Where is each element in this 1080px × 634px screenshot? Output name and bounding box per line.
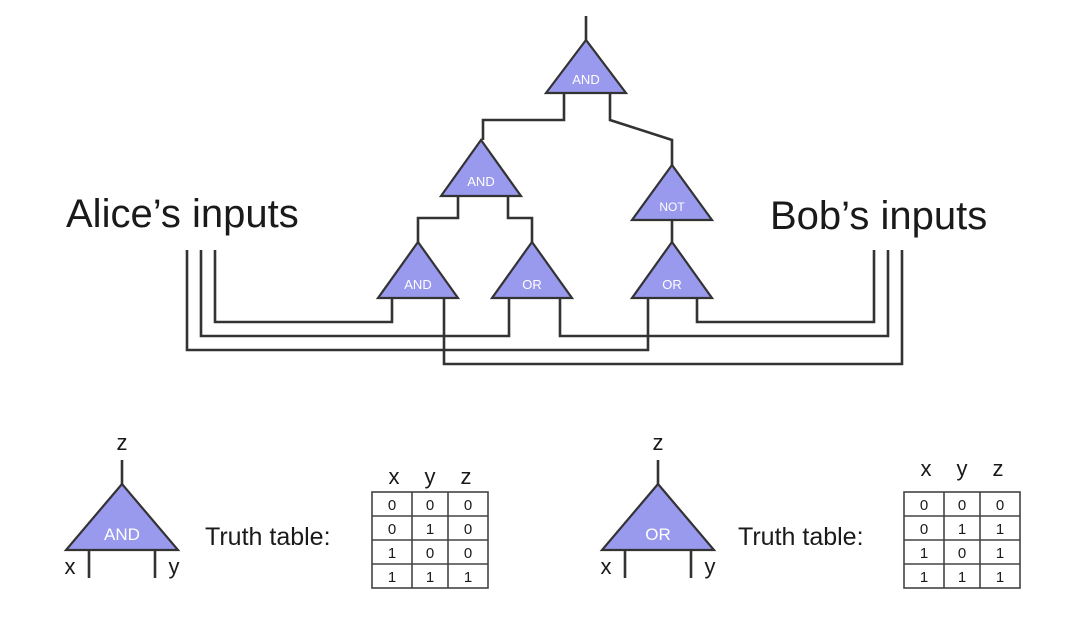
gate-bottom-right: OR: [629, 240, 715, 300]
gate-bottom-left-label: AND: [404, 277, 431, 292]
legend-or-cell: 0: [958, 545, 966, 562]
wire-bob-2: [558, 250, 890, 338]
legend-and-cell: 0: [464, 521, 472, 538]
gate-mid-left-label: AND: [467, 174, 494, 189]
legend-or-cell: 0: [958, 497, 966, 514]
legend-and-header-z: z: [461, 464, 472, 489]
legend-and-input-x: x: [65, 554, 76, 579]
legend-and-table-label: Truth table:: [205, 523, 331, 551]
legend-or: z OR x y Truth table: x y z 0 0 0 0 1 1 …: [599, 430, 1021, 589]
wire-alice-1: [213, 250, 394, 324]
wire-bob-1: [695, 250, 876, 324]
gate-bottom-mid-label: OR: [522, 277, 542, 292]
wire-mid-left-to-bottom-left: [416, 196, 460, 242]
legend-and-cell: 0: [426, 545, 434, 562]
bob-inputs-label: Bob’s inputs: [770, 194, 987, 238]
wire-top-to-not: [608, 93, 674, 165]
legend-and-header-x: x: [389, 464, 400, 489]
gate-bottom-left: AND: [375, 240, 461, 300]
legend-and-cell: 0: [426, 497, 434, 514]
gate-bottom-right-label: OR: [662, 277, 682, 292]
legend-or-input-y: y: [705, 554, 716, 579]
wire-top-to-mid-left: [481, 93, 566, 140]
legend-and-cell: 0: [388, 497, 396, 514]
legend-and: z AND x y Truth table: x y z 0 0 0 0 1 0…: [63, 430, 489, 589]
legend-or-output-var: z: [653, 430, 664, 455]
legend-and-input-y: y: [169, 554, 180, 579]
legend-and-cell: 0: [388, 521, 396, 538]
legend-or-cell: 0: [996, 497, 1004, 514]
legend-and-cell: 0: [464, 545, 472, 562]
wires: [185, 16, 904, 366]
wire-bob-3: [442, 250, 904, 366]
wire-alice-2: [199, 250, 511, 338]
legend-and-gate-label: AND: [104, 525, 140, 544]
legend-and-output-var: z: [117, 430, 128, 455]
gate-mid-right: NOT: [629, 163, 715, 222]
legend-or-cell: 1: [920, 569, 928, 586]
legend-and-cell: 1: [426, 521, 434, 538]
legend-and-cell: 1: [388, 569, 396, 586]
legend-or-cell: 1: [996, 569, 1004, 586]
legend-or-cell: 1: [996, 545, 1004, 562]
legend-or-cell: 1: [996, 521, 1004, 538]
legend-and-cell: 1: [426, 569, 434, 586]
legend-and-cell: 1: [464, 569, 472, 586]
legend-or-truth-table: x y z 0 0 0 0 1 1 1 0 1 1 1 1: [903, 456, 1021, 589]
legend-and-header-y: y: [425, 464, 436, 489]
legend-or-cell: 1: [920, 545, 928, 562]
gate-bottom-mid: OR: [489, 240, 575, 300]
legend-or-input-x: x: [601, 554, 612, 579]
legend-or-gate-label: OR: [645, 525, 671, 544]
gate-mid-left: AND: [438, 138, 524, 198]
legend-or-cell: 1: [958, 521, 966, 538]
legend-and-cell: 1: [388, 545, 396, 562]
gate-top: AND: [543, 38, 629, 95]
legend-or-header-z: z: [993, 456, 1004, 481]
legend-or-header-x: x: [921, 456, 932, 481]
legend-and-truth-table: x y z 0 0 0 0 1 0 1 0 0 1 1 1: [371, 464, 489, 589]
legend-or-cell: 0: [920, 521, 928, 538]
alice-inputs-label: Alice’s inputs: [66, 192, 299, 236]
legend-or-table-label: Truth table:: [738, 523, 864, 551]
legend-or-header-y: y: [957, 456, 968, 481]
wire-mid-left-to-bottom-mid: [506, 196, 534, 242]
gate-mid-right-label: NOT: [659, 200, 685, 214]
gate-top-label: AND: [572, 72, 599, 87]
legend-or-cell: 1: [958, 569, 966, 586]
wire-alice-3: [185, 250, 650, 352]
legend-or-cell: 0: [920, 497, 928, 514]
legend-and-cell: 0: [464, 497, 472, 514]
